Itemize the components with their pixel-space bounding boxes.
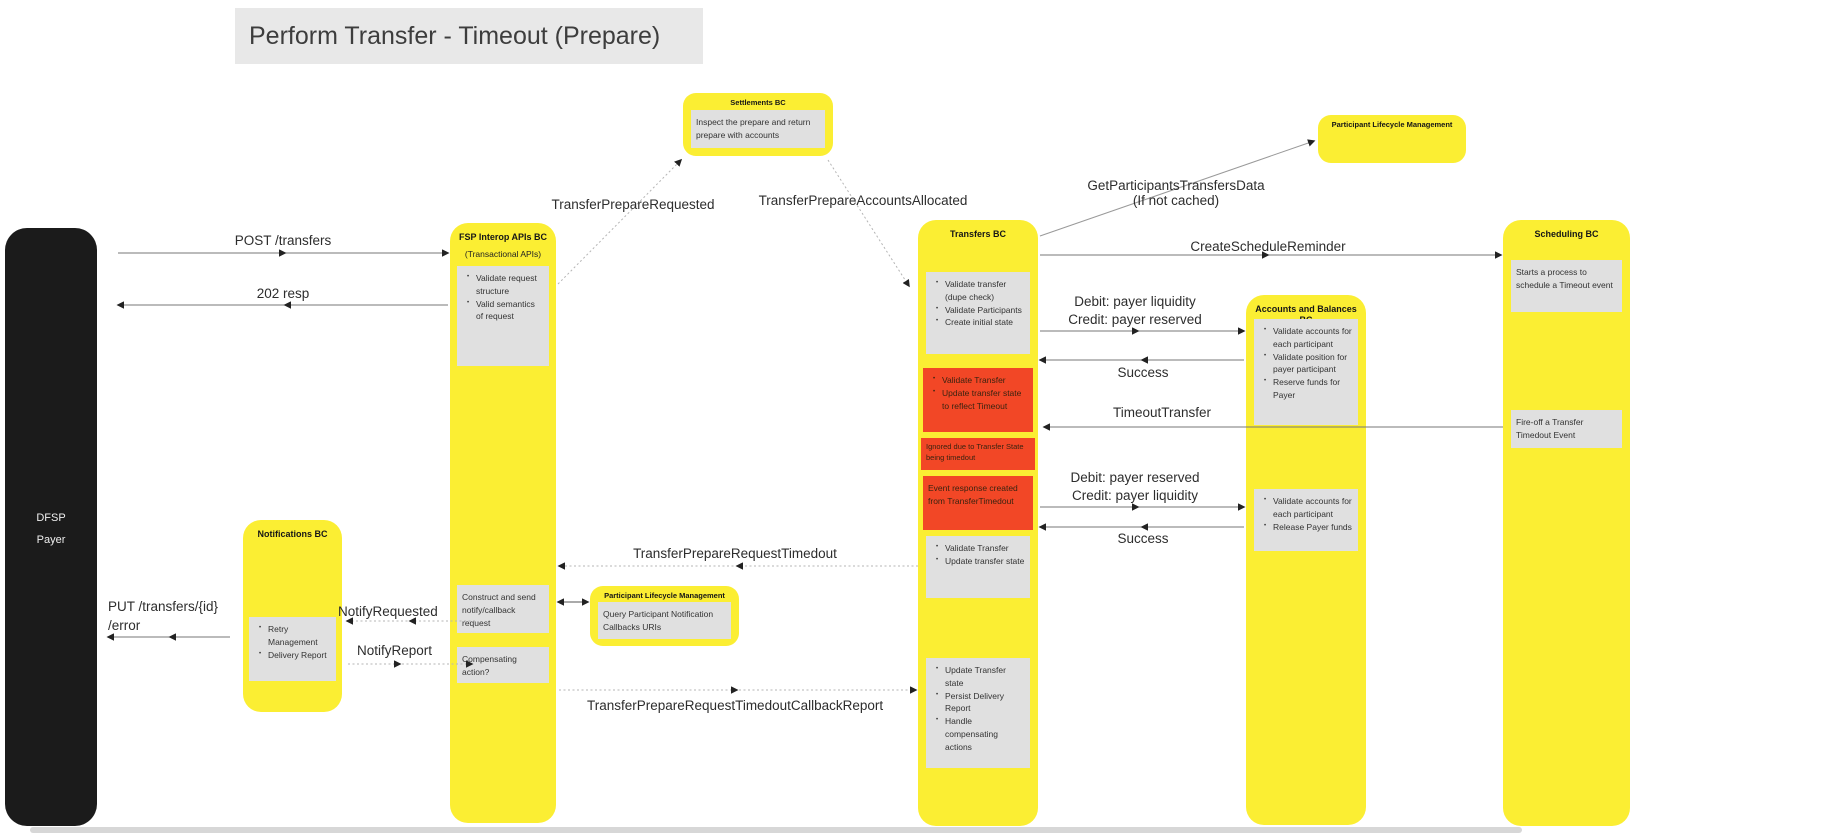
shape-notifications-bc[interactable]: Notifications BC Retry Management Delive… bbox=[243, 520, 342, 712]
scheduling-note-start[interactable]: Starts a process to schedule a Timeout e… bbox=[1511, 260, 1622, 312]
transfers-red-ignored[interactable]: Ignored due to Transfer State being time… bbox=[921, 438, 1035, 470]
label-debit-payer-liquidity: Debit: payer liquidity bbox=[1074, 294, 1196, 309]
transfers-note-item: Validate Transfer bbox=[936, 542, 1025, 555]
connector-transfer-prepare-requested bbox=[557, 158, 683, 285]
connector-transfer-prepare-accounts-allocated bbox=[827, 159, 910, 288]
accounts-note-item: Validate accounts for each participant bbox=[1264, 495, 1353, 521]
label-transfer-prepare-requested: TransferPrepareRequested bbox=[551, 197, 715, 212]
accounts-note-validate[interactable]: Validate accounts for each participant V… bbox=[1254, 319, 1358, 425]
actor-dfsp-line2: Payer bbox=[36, 534, 66, 546]
transfers-red-item: Validate Transfer bbox=[933, 374, 1028, 387]
fsp-note-validate-item: Valid semantics of request bbox=[467, 298, 544, 324]
notifications-note[interactable]: Retry Management Delivery Report bbox=[249, 617, 336, 681]
notifications-bc-title: Notifications BC bbox=[257, 529, 328, 539]
scheduling-bc-title: Scheduling BC bbox=[1534, 229, 1599, 239]
label-timedout-callback-report: TransferPrepareRequestTimedoutCallbackRe… bbox=[587, 698, 884, 713]
label-notify-requested: NotifyRequested bbox=[338, 604, 438, 619]
transfers-note-item: Update transfer state bbox=[936, 555, 1025, 568]
fsp-note-validate-item: Validate request structure bbox=[467, 272, 544, 298]
transfers-bc-title: Transfers BC bbox=[949, 229, 1007, 239]
shape-accounts-balances-bc[interactable]: Accounts and Balances BC Validate accoun… bbox=[1246, 295, 1366, 825]
notifications-note-item: Delivery Report bbox=[259, 649, 331, 662]
accounts-note-item: Validate position for payer participant bbox=[1264, 351, 1353, 377]
participant-lifecycle-mid-note[interactable]: Query Participant Notification Callbacks… bbox=[598, 602, 731, 639]
transfers-note-item: Validate transfer (dupe check) bbox=[936, 278, 1025, 304]
transfers-note-item: Persist Delivery Report bbox=[936, 690, 1025, 716]
diagram-title[interactable]: Perform Transfer - Timeout (Prepare) bbox=[235, 8, 703, 64]
accounts-note-item: Reserve funds for Payer bbox=[1264, 376, 1353, 402]
label-put-transfers: PUT /transfers/{id} bbox=[108, 599, 219, 614]
transfers-note-item: Update Transfer state bbox=[936, 664, 1025, 690]
settlements-bc-title: Settlements BC bbox=[730, 98, 786, 107]
transfers-note-item: Handle compensating actions bbox=[936, 715, 1025, 753]
transfers-note-item: Validate Participants bbox=[936, 304, 1025, 317]
participant-lifecycle-mid-title: Participant Lifecycle Management bbox=[604, 591, 725, 600]
label-post-transfers: POST /transfers bbox=[234, 233, 332, 248]
horizontal-scrollbar[interactable] bbox=[30, 827, 1522, 833]
fsp-note-validate[interactable]: Validate request structure Valid semanti… bbox=[457, 266, 549, 366]
label-success-2: Success bbox=[1117, 531, 1169, 546]
label-put-transfers-error: /error bbox=[108, 618, 141, 633]
shape-fsp-interop-apis-bc[interactable]: FSP Interop APIs BC (Transactional APIs)… bbox=[450, 223, 556, 823]
shape-participant-lifecycle-mid[interactable]: Participant Lifecycle Management Query P… bbox=[590, 586, 739, 646]
label-credit-payer-reserved: Credit: payer reserved bbox=[1068, 312, 1202, 327]
label-transfer-prepare-request-timedout: TransferPrepareRequestTimedout bbox=[633, 546, 837, 561]
shape-participant-lifecycle-top[interactable]: Participant Lifecycle Management bbox=[1318, 115, 1466, 163]
fsp-bc-title: FSP Interop APIs BC bbox=[458, 232, 547, 242]
notifications-note-item: Retry Management bbox=[259, 623, 331, 649]
label-credit-payer-liquidity: Credit: payer liquidity bbox=[1071, 488, 1199, 503]
fsp-note-construct[interactable]: Construct and send notify/callback reque… bbox=[457, 585, 549, 633]
fsp-bc-subtitle: (Transactional APIs) bbox=[464, 249, 542, 260]
label-transfer-prepare-accounts-allocated: TransferPrepareAccountsAllocated bbox=[758, 193, 968, 208]
accounts-note-release[interactable]: Validate accounts for each participant R… bbox=[1254, 489, 1358, 551]
label-202-resp: 202 resp bbox=[256, 286, 310, 301]
label-debit-payer-reserved: Debit: payer reserved bbox=[1070, 470, 1200, 485]
settlements-bc-note[interactable]: Inspect the prepare and return prepare w… bbox=[691, 110, 825, 148]
label-notify-report: NotifyReport bbox=[357, 643, 433, 658]
transfers-note-validate[interactable]: Validate transfer (dupe check) Validate … bbox=[926, 272, 1030, 354]
accounts-note-item: Release Payer funds bbox=[1264, 521, 1353, 534]
transfers-red-item: Update transfer state to reflect Timeout bbox=[933, 387, 1028, 413]
shape-scheduling-bc[interactable]: Scheduling BC Starts a process to schedu… bbox=[1503, 220, 1630, 826]
shape-transfers-bc[interactable]: Transfers BC Validate transfer (dupe che… bbox=[918, 220, 1038, 826]
transfers-note-persist[interactable]: Update Transfer state Persist Delivery R… bbox=[926, 658, 1030, 768]
participant-lifecycle-top-title: Participant Lifecycle Management bbox=[1331, 120, 1453, 129]
diagram-title-text: Perform Transfer - Timeout (Prepare) bbox=[249, 21, 661, 50]
label-timeout-transfer: TimeoutTransfer bbox=[1112, 405, 1212, 420]
scheduling-note-fireoff[interactable]: Fire-off a Transfer Timedout Event bbox=[1511, 410, 1622, 448]
accounts-note-item: Validate accounts for each participant bbox=[1264, 325, 1353, 351]
actor-dfsp-payer[interactable]: DFSP Payer bbox=[5, 228, 97, 826]
label-get-participants-note: (If not cached) bbox=[1132, 193, 1220, 208]
shape-settlements-bc[interactable]: Settlements BC Inspect the prepare and r… bbox=[683, 93, 833, 156]
actor-dfsp-line1: DFSP bbox=[36, 512, 66, 524]
transfers-red-validate-timeout[interactable]: Validate Transfer Update transfer state … bbox=[923, 368, 1033, 432]
transfers-note-item: Create initial state bbox=[936, 316, 1025, 329]
label-success-1: Success bbox=[1117, 365, 1169, 380]
label-get-participants: GetParticipantsTransfersData bbox=[1087, 178, 1265, 193]
transfers-note-update[interactable]: Validate Transfer Update transfer state bbox=[926, 536, 1030, 598]
fsp-note-compensating[interactable]: Compensating action? bbox=[457, 647, 549, 683]
label-create-schedule-reminder: CreateScheduleReminder bbox=[1190, 239, 1346, 254]
transfers-red-event-response[interactable]: Event response created from TransferTime… bbox=[923, 476, 1033, 530]
